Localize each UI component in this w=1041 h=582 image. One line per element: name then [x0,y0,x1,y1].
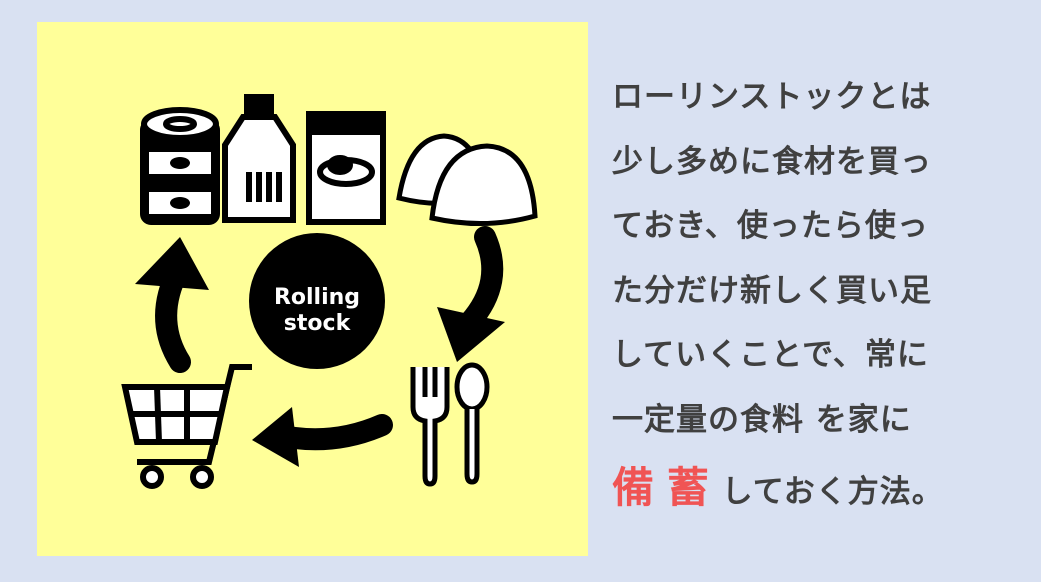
description-last-line: 備 蓄 しておく方法。 [612,463,1032,528]
illustration-panel: Rolling stock [37,22,588,556]
description-line-end: しておく方法。 [721,474,944,510]
badge-line-2: stock [284,311,352,336]
description-text: ローリンストックとは 少し多めに食材を買っ ておき、使ったら使っ た分だけ新しく… [612,72,1032,528]
highlight-char-2: 蓄 [666,463,710,512]
description-line: ローリンストックとは [612,79,932,115]
description-line: していくことで、常に [612,337,929,373]
arrow-up-icon [135,237,209,373]
badge-line-1: Rolling [274,285,360,310]
fork-and-spoon-icon [410,362,490,487]
highlight-char-1: 備 [612,463,656,512]
rolling-stock-cycle-diagram: Rolling stock [121,94,538,489]
description-line: ておき、使ったら使っ [612,208,929,244]
water-bottle-icon [222,94,296,223]
rice-ball-icon [396,133,538,227]
retort-pouch-icon [306,111,386,225]
canned-food-icon [140,107,220,225]
arrow-down-icon [437,226,505,362]
description-line: た分だけ新しく買い足 [612,272,932,309]
description-line: 少し多めに食材を買っ [612,143,932,180]
shopping-cart-icon [121,364,252,489]
rolling-stock-badge: Rolling stock [249,233,385,369]
description-line: 一定量の食料 を家に [612,401,912,438]
arrow-left-icon [252,407,393,467]
